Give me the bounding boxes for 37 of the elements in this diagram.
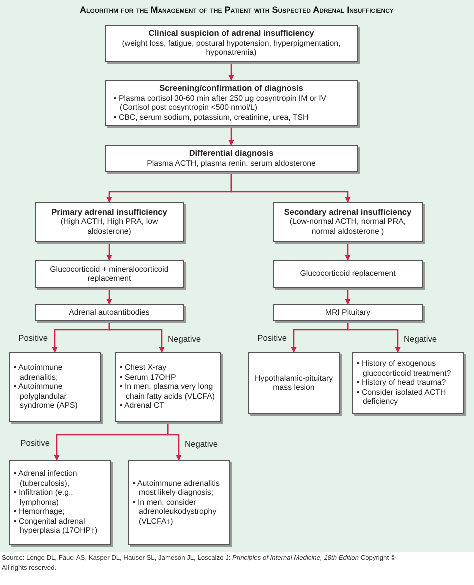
box-heading: Secondary adrenal insufficiency <box>283 208 413 218</box>
arrow <box>230 172 351 203</box>
edge-label: Positive <box>258 333 287 343</box>
box-heading: Clinical suspicion of adrenal insufficiency <box>148 29 316 39</box>
process-box <box>115 352 221 422</box>
process-box <box>352 352 464 414</box>
box-heading: Primary adrenal insufficiency <box>50 208 168 218</box>
process-box <box>35 260 184 288</box>
box-heading: Differential diagnosis <box>188 149 275 159</box>
process-box <box>273 304 423 321</box>
arrow <box>345 288 351 305</box>
edge-label: Positive <box>18 333 48 343</box>
process-box <box>105 80 358 126</box>
edge-label: Negative <box>185 439 218 449</box>
arrow <box>345 242 351 261</box>
arrow <box>108 321 165 353</box>
arrow <box>347 321 401 353</box>
process-box <box>105 25 358 62</box>
diagram-title: Algorithm for the Management of the Patient with Suspected Adrenal Insufficiency <box>79 5 395 15</box>
process-box <box>35 202 184 242</box>
arrow <box>167 422 182 461</box>
process-box <box>128 460 230 545</box>
edge-label: Negative <box>168 334 202 344</box>
process-box <box>273 260 423 288</box>
arrow <box>106 288 112 305</box>
process-box <box>105 145 358 172</box>
arrow <box>228 62 234 81</box>
arrow <box>106 242 112 261</box>
process-box <box>35 304 184 321</box>
process-box <box>273 202 423 242</box>
arrow <box>228 126 234 146</box>
edge-label: Negative <box>404 334 438 344</box>
process-box <box>248 352 340 414</box>
process-box <box>9 460 111 545</box>
box-heading: Screening/confirmation of diagnosis <box>158 84 304 94</box>
process-box <box>9 352 101 422</box>
edge-label: Positive <box>20 438 50 448</box>
